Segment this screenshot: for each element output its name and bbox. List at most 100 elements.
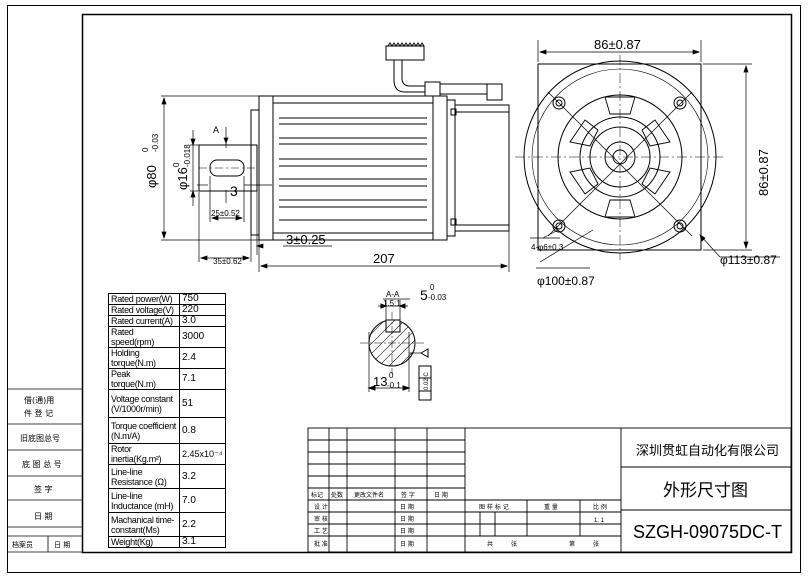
front-dimensions [530, 40, 780, 269]
depth-tol-upper: 0 [389, 371, 394, 380]
section-scale: 1.5:1 [383, 299, 401, 308]
shaft-length-label: 35±0.62 [213, 257, 242, 266]
company-name: 深圳贯虹自动化有限公司 [636, 444, 779, 459]
shaft-dia-tol-upper: 0 [172, 162, 181, 167]
spec-label: Rotor inertia(Kg.m²) [108, 443, 180, 465]
scale-value: 1: 1 [594, 518, 605, 524]
motor-front-view [515, 55, 725, 260]
spec-label: Voltage constant (V/1000r/min) [108, 389, 180, 418]
model-number: SZGH-09075DC-T [633, 522, 782, 542]
role-date-2: 日 期 [400, 515, 414, 523]
side-archivist-date: 日 期 [54, 541, 70, 549]
page-label: 第 [569, 540, 575, 548]
table-row: Rotor inertia(Kg.m²)2.45x10⁻⁴ [108, 443, 226, 465]
pcd-label: φ100±0.87 [537, 274, 595, 288]
spec-label: Rated current(A) [108, 315, 180, 327]
spec-value: 2.2 [179, 512, 226, 537]
spec-value: 3.2 [179, 464, 226, 489]
key-width-tol-upper: 0 [430, 283, 435, 292]
flange-dia-label: φ80 [144, 165, 159, 188]
role-process: 工 艺 [314, 527, 328, 535]
side-usage: 借(通)用 [24, 395, 54, 405]
key-width-label: 5 [420, 287, 428, 303]
side-date: 日 期 [34, 512, 53, 521]
section-title: A-A [386, 290, 400, 299]
spec-label: Line-line Resistance (Ω) [108, 464, 180, 489]
key-width-tol-lower: -0.03 [428, 293, 447, 302]
side-panel-lines [7, 388, 83, 553]
shaft-dia-label: φ16 [175, 167, 190, 190]
table-row: Voltage constant (V/1000r/min)51 [108, 389, 226, 418]
table-row: Machanical time-constant(Ms)2.2 [108, 512, 226, 537]
side-old-drawing: 旧底图总号 [20, 433, 60, 443]
spec-label: Machanical time-constant(Ms) [108, 512, 180, 537]
spec-value: 750 [179, 293, 226, 305]
table-row: Rated speed(rpm)3000 [108, 326, 226, 348]
spec-table: Rated power(W)750 Rated voltage(V)220 Ra… [108, 293, 226, 548]
role-design: 设 计 [314, 503, 328, 511]
section-aa [360, 298, 432, 401]
side-signature: 签 字 [34, 484, 53, 494]
flange-thickness-label: 3±0.25 [286, 232, 326, 247]
role-date-1: 日 期 [400, 503, 414, 511]
role-review: 审 核 [314, 515, 328, 523]
spec-value: 220 [179, 304, 226, 316]
side-registration: 件 登 记 [24, 408, 53, 418]
title-block-lines [307, 427, 792, 553]
spec-label: Torque coefficient (N.m/A) [108, 417, 180, 444]
depth-label: 13 [373, 374, 387, 389]
spec-value: 51 [179, 389, 226, 418]
table-row: Torque coefficient (N.m/A)0.8 [108, 417, 226, 444]
spec-value: 2.4 [179, 347, 226, 369]
total-label: 共 [487, 540, 493, 548]
role-date-3: 日 期 [400, 527, 414, 535]
spec-label: Holding torque(N.m) [108, 347, 180, 369]
spec-label: Rated speed(rpm) [108, 326, 180, 348]
mark-header-1: 标记 [311, 491, 323, 499]
side-archivist: 档案员 [12, 540, 33, 549]
spec-value: 3000 [179, 326, 226, 348]
weight-label: 重 量 [544, 503, 558, 511]
motor-side-view [198, 42, 510, 241]
spec-label: Weight(Kg) [108, 536, 180, 548]
holes-label: 4-φ6±0.3 [531, 243, 564, 252]
key-height-label: 3 [230, 183, 238, 199]
drawing-title: 外形尺寸图 [663, 481, 748, 501]
table-row: Line-line Resistance (Ω)3.2 [108, 464, 226, 489]
spec-label: Line-line Inductance (mH) [108, 488, 180, 513]
spec-label: Rated power(W) [108, 293, 180, 305]
table-row: Rated power(W)750 [108, 293, 226, 305]
body-length-label: 207 [373, 251, 395, 266]
spec-value: 7.0 [179, 488, 226, 513]
mark-header-4: 签 字 [401, 491, 415, 499]
role-date-4: 日 期 [400, 540, 414, 548]
side-base-drawing: 底 图 总 号 [22, 459, 62, 469]
table-row: Holding torque(N.m)2.4 [108, 347, 226, 369]
scale-label: 比 例 [593, 503, 607, 511]
mark-header-3: 更改文件名 [354, 491, 384, 499]
sample-mark-label: 图 样 标 记 [479, 503, 509, 511]
spec-value: 3.0 [179, 315, 226, 327]
table-row: Peak torque(N.m)7.1 [108, 368, 226, 390]
table-row: Rated voltage(V)220 [108, 304, 226, 316]
mark-header-5: 日 期 [434, 491, 448, 499]
role-approve: 批 准 [314, 540, 328, 548]
inner-frame [81, 13, 793, 554]
table-row: Rated current(A)3.0 [108, 315, 226, 327]
depth-tol-lower: -0.1 [387, 381, 401, 390]
spec-value: 2.45x10⁻⁴ [179, 443, 226, 465]
side-dimensions [161, 95, 510, 272]
spec-label: Rated voltage(V) [108, 304, 180, 316]
outer-dia-label: φ113±0.87 [720, 253, 777, 267]
sheet-word: 张 [511, 540, 517, 548]
mark-header-2: 处数 [331, 491, 343, 499]
table-row: Line-line Inductance (mH)7.0 [108, 488, 226, 513]
page-sheet: 张 [593, 540, 599, 548]
square-height-label: 86±0.87 [756, 149, 771, 196]
tolerance-frame-label: 0.02 C [424, 372, 430, 390]
section-mark-label: A [213, 125, 219, 135]
spec-value: 0.8 [179, 417, 226, 444]
flange-dia-tol-lower: -0.03 [151, 133, 160, 152]
shaft-dia-tol-lower: -0.018 [183, 144, 192, 167]
